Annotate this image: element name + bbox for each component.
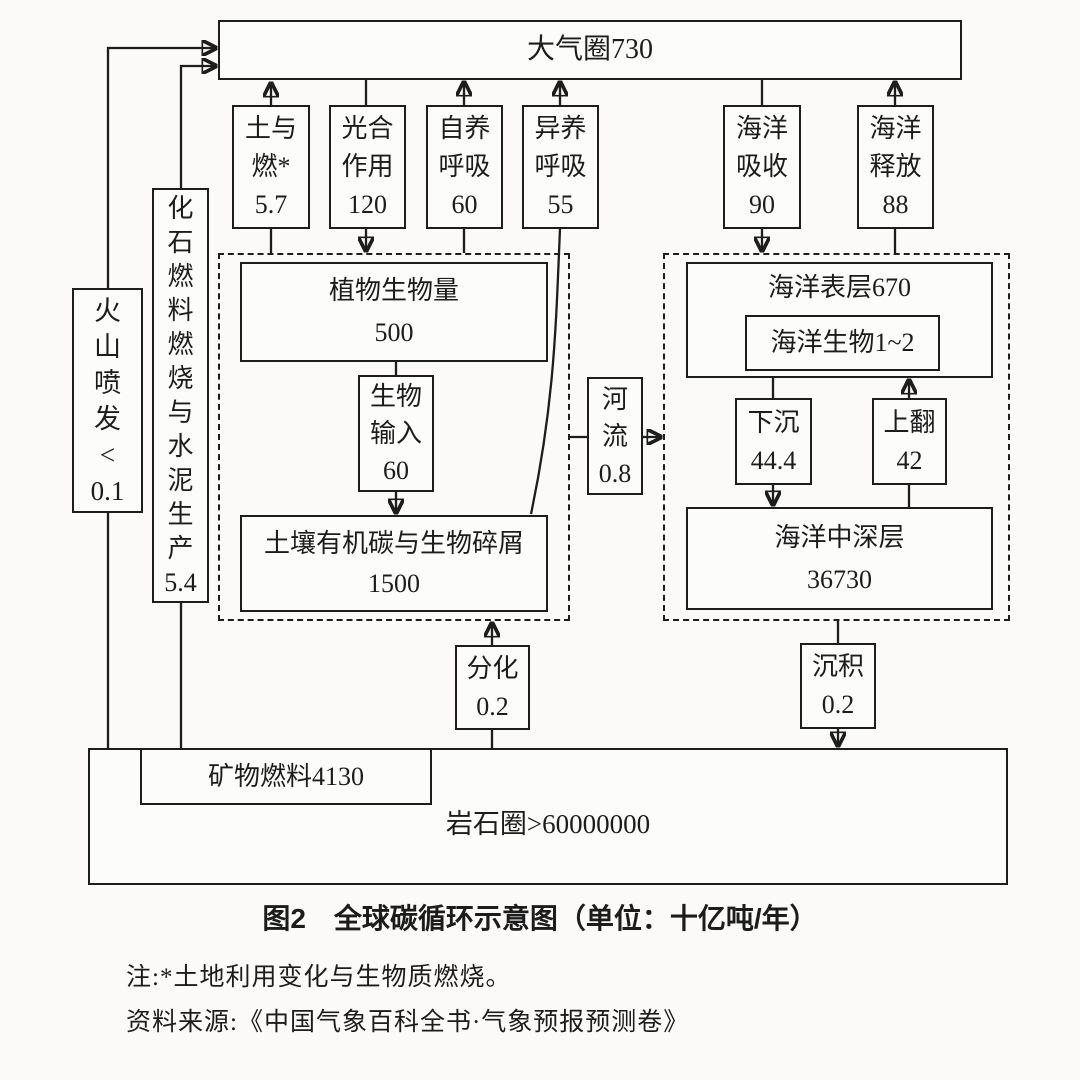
ocean-pool-dashed-box (663, 253, 1010, 621)
mineral-fuel-box: 矿物燃料4130 (140, 748, 432, 805)
arrow-fossil-to-atmosphere (179, 66, 215, 188)
atmosphere-box: 大气圈730 (218, 20, 962, 80)
marine-biota-box: 海洋生物1~2 (745, 315, 940, 371)
flux-land-use-burning-box: 土与燃*5.7 (232, 105, 310, 229)
volcano-eruption-box: 火山喷发<0.1 (72, 288, 143, 513)
arrow-volcano-to-atmosphere (106, 48, 215, 288)
figure-caption: 图2 全球碳循环示意图（单位：十亿吨/年） (262, 903, 818, 934)
curve-soil-to-heterotrophic (529, 228, 562, 515)
land-pool-dashed-box (218, 253, 570, 621)
footnote-source: 资料来源:《中国气象百科全书·气象预报预测卷》 (126, 1009, 690, 1036)
footnote-land-use: 注:*土地利用变化与生物质燃烧。 (126, 964, 512, 991)
